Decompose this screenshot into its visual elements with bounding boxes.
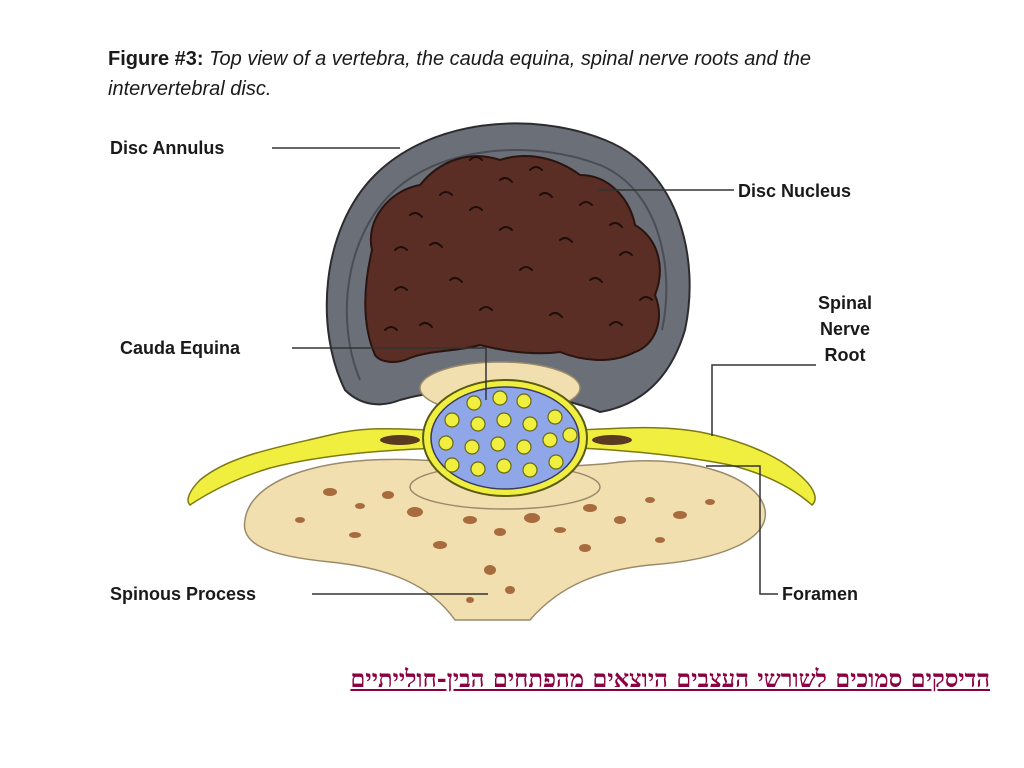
disc-nucleus-label: Disc Nucleus xyxy=(738,181,852,201)
spinal-nerve-root-label-line3: Root xyxy=(824,345,866,365)
spinal-nerve-root-label-line2: Nerve xyxy=(819,319,871,339)
right-foramen-gap xyxy=(592,435,632,445)
left-foramen-gap xyxy=(380,435,420,445)
nucleus-marks xyxy=(384,156,653,331)
caption-title: Figure #3: xyxy=(108,48,204,70)
left-nerve-root xyxy=(187,428,441,506)
leader-lines xyxy=(272,147,816,595)
spinal-nerve-root-label-line1: Spinal xyxy=(817,293,872,313)
cauda-equina-label: Cauda Equina xyxy=(120,338,241,358)
annulus-ring xyxy=(345,149,668,381)
disc-annulus-label: Disc Annulus xyxy=(110,138,225,158)
spinal-canal xyxy=(430,386,580,490)
disc-nucleus xyxy=(364,154,661,363)
spinous-process-label: Spinous Process xyxy=(110,584,257,604)
cauda-equina-fibers xyxy=(438,390,578,478)
hebrew-caption: הדיסקים סמוכים לשורשי העצבים היוצאים מהפ… xyxy=(350,664,990,693)
vertebra-diagram xyxy=(187,122,816,621)
caption-text: Top view of a vertebra, the cauda equina… xyxy=(108,48,812,100)
spinal-nerve-root-label: Spinal Nerve Root xyxy=(800,290,890,368)
foramen-label: Foramen xyxy=(782,584,859,604)
figure-caption: Figure #3: Top view of a vertebra, the c… xyxy=(108,44,908,104)
right-nerve-root xyxy=(579,426,816,506)
